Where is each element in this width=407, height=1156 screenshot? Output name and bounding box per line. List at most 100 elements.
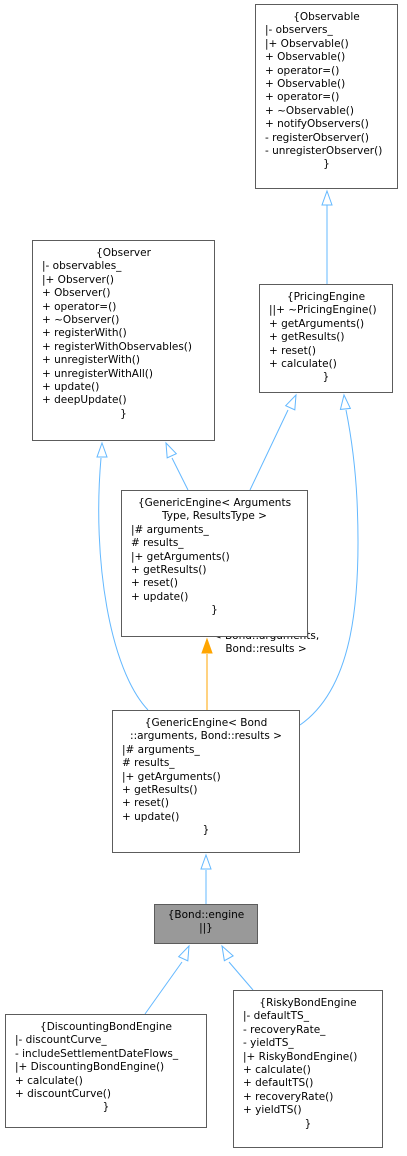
arrowhead-genericengine_tpl-to-pricingengine (284, 393, 297, 411)
class-closer: } (102, 1101, 110, 1114)
class-closer: } (120, 407, 127, 420)
edge-genericengine_tpl-to-observer (171, 457, 189, 491)
arrowhead-genericengine_bond-to-genericengine_tpl (201, 637, 213, 654)
class-box-observer[interactable]: {Observer|- observables_|+ Observer()+ O… (32, 240, 215, 441)
member-item: + Observable() (265, 51, 346, 64)
member-item: + Observer() (42, 287, 111, 300)
member-item: + ~Observer() (42, 314, 120, 327)
member-item: |+ Observer() (42, 273, 115, 286)
member-item: + getResults() (122, 784, 198, 797)
member-item: + update() (42, 381, 100, 394)
member-item: |- defaultTS_ (243, 1010, 309, 1023)
member-list: ||+ ~PricingEngine()+ getArguments()+ ge… (260, 304, 392, 371)
arrowhead-pricingengine-to-observable (321, 189, 333, 206)
member-item: + getResults() (131, 564, 207, 577)
class-closer: } (211, 604, 218, 617)
member-item: + reset() (269, 344, 316, 357)
arrowhead-genericengine_tpl-to-observer (165, 441, 178, 459)
member-item: + discountCurve() (15, 1088, 111, 1101)
member-item: + operator=() (42, 300, 117, 313)
member-item: # results_ (122, 757, 175, 770)
member-item: + unregisterWithAll() (42, 367, 153, 380)
member-item: + Observable() (265, 78, 346, 91)
member-item: + recoveryRate() (243, 1090, 334, 1103)
class-title: {Observable (293, 11, 360, 23)
member-item: + operator=() (265, 64, 340, 77)
class-box-pricingengine[interactable]: {PricingEngine||+ ~PricingEngine()+ getA… (259, 284, 393, 393)
class-closer: } (202, 824, 210, 837)
class-title: Type, ResultsType > (162, 510, 267, 523)
member-item: + reset() (122, 797, 169, 810)
member-item: |+ DiscountingBondEngine() (15, 1061, 165, 1074)
arrowhead-discounting-to-bond_engine (177, 944, 190, 962)
class-closer: } (304, 1117, 312, 1130)
member-item: + update() (122, 810, 180, 823)
member-list: |# arguments_# results_|+ getArguments()… (122, 524, 307, 604)
member-item: + yieldTS() (243, 1104, 302, 1117)
edge-label-line: Bond::results > (225, 643, 307, 656)
member-item: |- discountCurve_ (15, 1034, 107, 1047)
edge-genericengine_tpl-to-pricingengine (249, 409, 289, 491)
edge-genericengine_bond-to-pricingengine (299, 409, 359, 726)
arrowhead-risky-to-bond_engine (221, 944, 234, 962)
member-list: |# arguments_# results_|+ getArguments()… (113, 744, 299, 824)
member-item: - recoveryRate_ (243, 1023, 326, 1036)
class-box-genericengine_bond[interactable]: {GenericEngine< Bond::arguments, Bond::r… (112, 710, 300, 853)
member-item: + defaultTS() (243, 1077, 314, 1090)
member-item: - unregisterObserver() (265, 145, 383, 158)
member-list: |- defaultTS_- recoveryRate_- yieldTS_|+… (234, 1010, 382, 1117)
class-box-discounting[interactable]: {DiscountingBondEngine|- discountCurve_-… (5, 1014, 207, 1128)
member-item: # results_ (131, 537, 184, 550)
member-item: + calculate() (269, 358, 337, 371)
member-item: + ~Observable() (265, 104, 354, 117)
member-item: |+ getArguments() (131, 550, 230, 563)
class-title: ::arguments, Bond::results > (130, 730, 282, 743)
class-title: {Observer (96, 247, 151, 259)
member-item: |- observables_ (42, 260, 122, 273)
member-item: - yieldTS_ (243, 1037, 294, 1050)
edge-discounting-to-bond_engine (144, 961, 183, 1015)
member-item: + getResults() (269, 331, 345, 344)
class-title: {Bond::engine (167, 909, 245, 921)
class-box-observable[interactable]: {Observable|- observers_|+ Observable()+… (255, 4, 398, 189)
member-item: + registerWith() (42, 327, 127, 340)
member-item: + operator=() (265, 91, 340, 104)
member-item: - includeSettlementDateFlows_ (15, 1047, 179, 1060)
class-box-risky[interactable]: {RiskyBondEngine|- defaultTS_- recoveryR… (233, 990, 383, 1148)
class-title: {PricingEngine (286, 291, 366, 303)
member-list: |- observables_|+ Observer()+ Observer()… (33, 260, 214, 407)
member-item: + unregisterWith() (42, 354, 140, 367)
class-title: {GenericEngine< Arguments (137, 497, 292, 509)
class-title: ||} (199, 922, 213, 935)
member-item: + update() (131, 590, 189, 603)
member-item: + deepUpdate() (42, 394, 127, 407)
class-box-bond_engine[interactable]: {Bond::engine||} (154, 904, 258, 944)
class-title: {DiscountingBondEngine (40, 1021, 172, 1033)
member-item: |# arguments_ (122, 743, 200, 756)
arrowhead-bond_engine-to-genericengine_bond (200, 853, 212, 870)
edge-genericengine_bond-to-observer (98, 457, 149, 711)
member-item: |+ Observable() (265, 37, 349, 50)
class-title: {RiskyBondEngine (259, 997, 357, 1009)
class-title: {GenericEngine< Bond (144, 717, 268, 729)
member-item: + calculate() (243, 1064, 311, 1077)
member-item: |+ getArguments() (122, 770, 221, 783)
member-item: |+ RiskyBondEngine() (243, 1050, 358, 1063)
class-closer: } (323, 158, 330, 171)
member-item: + registerWithObservables() (42, 340, 192, 353)
arrowhead-genericengine_bond-to-pricingengine (339, 393, 352, 410)
arrowhead-genericengine_bond-to-observer (96, 441, 108, 458)
edge-risky-to-bond_engine (228, 961, 254, 991)
member-item: ||+ ~PricingEngine() (269, 304, 377, 317)
class-closer: } (322, 371, 330, 384)
member-item: + reset() (131, 577, 178, 590)
member-item: + calculate() (15, 1074, 83, 1087)
member-item: + notifyObservers() (265, 118, 369, 131)
member-item: + getArguments() (269, 317, 365, 330)
member-list: |- discountCurve_- includeSettlementDate… (6, 1034, 206, 1101)
member-item: - registerObserver() (265, 131, 369, 144)
member-item: |# arguments_ (131, 523, 209, 536)
member-item: |- observers_ (265, 24, 333, 37)
